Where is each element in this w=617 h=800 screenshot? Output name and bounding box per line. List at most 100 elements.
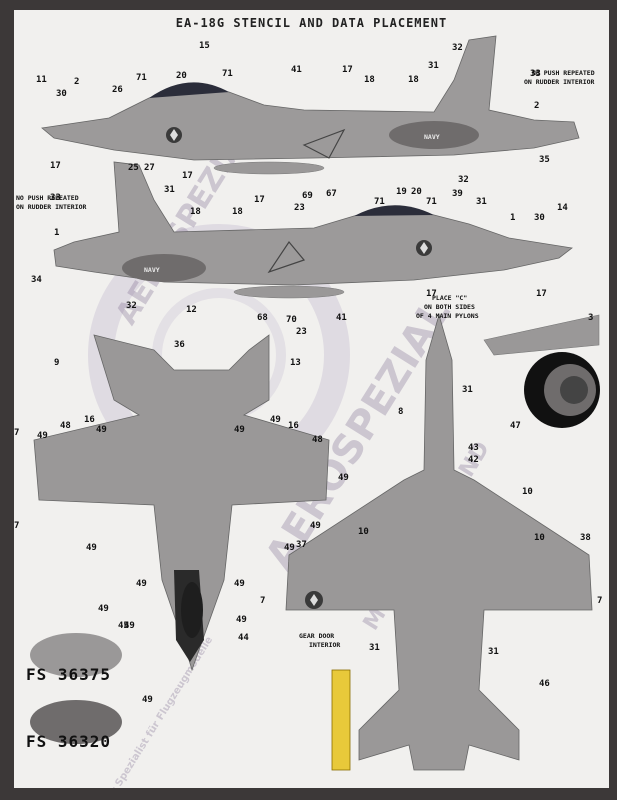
callout-bottom-profile-16: 32 [126, 301, 137, 311]
callout-bottom-view-7: 10 [358, 527, 369, 537]
callout-bottom-profile-7: 20 [411, 187, 422, 197]
place-c-note-2: ON BOTH SIDES [424, 303, 475, 311]
callout-top-view-0: 36 [174, 340, 185, 350]
callout-bottom-view-3: 47 [510, 421, 521, 431]
no-push-note-bottom-1: NO PUSH REPEATED [16, 194, 79, 202]
callout-top-view-15: 49 [86, 543, 97, 553]
swatch-fs36320 [30, 700, 122, 744]
callout-top-profile-19: 17 [182, 171, 193, 181]
callout-bottom-view-13: 31 [369, 643, 380, 653]
callout-top-profile-5: 71 [136, 73, 147, 83]
decal-sheet: AEROSPEZIAL MODELLVERSAND AEROSPEZIAL Ih… [14, 10, 609, 788]
callout-top-profile-10: 18 [364, 75, 375, 85]
callout-top-view-16: 49 [284, 543, 295, 553]
callout-bottom-profile-4: 18 [232, 207, 243, 217]
callout-top-profile-9: 17 [342, 65, 353, 75]
no-push-note-top-2: ON RUDDER INTERIOR [524, 78, 595, 86]
callout-top-view-13: 7 [14, 521, 19, 531]
callout-bottom-view-9: 38 [580, 533, 591, 543]
page-title: EA-18G STENCIL AND DATA PLACEMENT [175, 16, 448, 30]
callout-bottom-view-4: 43 [468, 443, 479, 453]
callout-top-profile-11: 18 [408, 75, 419, 85]
callout-bottom-profile-1: 31 [164, 185, 175, 195]
callout-top-profile-14: 33 [530, 69, 541, 79]
callout-top-view-23: 49 [142, 695, 153, 705]
callout-top-profile-20: 32 [458, 175, 469, 185]
callout-top-view-2: 13 [290, 358, 301, 368]
callout-bottom-profile-5: 71 [374, 197, 385, 207]
callout-top-view-24: 49 [124, 621, 135, 631]
callout-bottom-profile-3: 17 [254, 195, 265, 205]
callout-top-profile-3: 2 [74, 77, 79, 87]
callout-top-view-6: 16 [84, 415, 95, 425]
callout-top-view-22: 44 [238, 633, 249, 643]
callout-top-profile-0: 15 [199, 41, 210, 51]
callout-bottom-view-5: 42 [468, 455, 479, 465]
place-c-note-3: OF 4 MAIN PYLONS [416, 312, 479, 320]
no-push-note-bottom-2: ON RUDDER INTERIOR [16, 203, 87, 211]
callout-bottom-profile-9: 39 [452, 189, 463, 199]
drawings: NAVY NAVY [14, 35, 602, 771]
callout-bottom-profile-10: 31 [476, 197, 487, 207]
bottom-plan-view [285, 313, 593, 771]
no-push-note-top-1: NO PUSH REPEATED [532, 69, 595, 77]
callout-top-profile-12: 32 [452, 43, 463, 53]
callout-top-profile-24: 23 [294, 203, 305, 213]
callout-bottom-view-11: 7 [260, 596, 265, 606]
callout-top-profile-1: 11 [36, 75, 47, 85]
callout-bottom-view-12: 7 [597, 596, 602, 606]
callout-bottom-profile-23: 17 [536, 289, 547, 299]
callout-bottom-profile-0: 33 [50, 193, 61, 203]
tail-navy-text-bottom: NAVY [144, 266, 160, 274]
callout-top-profile-6: 20 [176, 71, 187, 81]
callout-top-view-9: 49 [270, 415, 281, 425]
callout-bottom-view-14: 31 [488, 647, 499, 657]
callout-bottom-profile-14: 1 [54, 228, 59, 238]
callout-top-profile-2: 30 [56, 89, 67, 99]
callout-top-profile-16: 17 [50, 161, 61, 171]
callout-top-view-7: 49 [96, 425, 107, 435]
callout-bottom-profile-8: 71 [426, 197, 437, 207]
callout-bottom-view-1: 31 [462, 385, 473, 395]
callout-bottom-profile-6: 19 [396, 187, 407, 197]
callout-top-view-19: 49 [98, 604, 109, 614]
callout-top-view-20: 45 [118, 621, 129, 631]
callout-bottom-view-15: 46 [539, 679, 550, 689]
callout-top-view-18: 49 [234, 579, 245, 589]
callout-bottom-profile-21: 23 [296, 327, 307, 337]
callout-bottom-profile-15: 34 [31, 275, 42, 285]
side-profile-bottom: NAVY [53, 161, 573, 299]
callout-bottom-profile-13: 14 [557, 203, 568, 213]
swatch-label-fs36320: FS 36320 [26, 732, 112, 751]
callout-top-profile-21: 35 [539, 155, 550, 165]
callout-top-view-1: 9 [54, 358, 59, 368]
gear-door-detail [331, 669, 351, 771]
callout-bottom-view-6: 10 [522, 487, 533, 497]
callout-top-view-5: 48 [60, 421, 71, 431]
callout-bottom-profile-2: 18 [190, 207, 201, 217]
callout-top-view-14: 49 [310, 521, 321, 531]
callout-top-view-4: 49 [37, 431, 48, 441]
callout-bottom-profile-22: 17 [426, 289, 437, 299]
callout-top-profile-22: 69 [302, 191, 313, 201]
gear-door-note-2: INTERIOR [309, 641, 340, 649]
callout-top-view-11: 48 [312, 435, 323, 445]
swatch-fs36375 [30, 633, 122, 677]
callout-bottom-profile-11: 1 [510, 213, 515, 223]
callout-bottom-view-10: 37 [296, 540, 307, 550]
place-c-note-1: PLACE "C" [432, 294, 467, 302]
callout-bottom-profile-19: 70 [286, 315, 297, 325]
callout-bottom-profile-18: 68 [257, 313, 268, 323]
callout-top-view-12: 49 [338, 473, 349, 483]
callout-bottom-view-2: 8 [398, 407, 403, 417]
callout-top-view-21: 49 [236, 615, 247, 625]
callout-bottom-profile-20: 41 [336, 313, 347, 323]
callout-top-profile-4: 26 [112, 85, 123, 95]
gear-door-note-1: GEAR DOOR [299, 632, 334, 640]
swatch-label-fs36375: FS 36375 [26, 665, 112, 684]
callout-top-profile-15: 2 [534, 101, 539, 111]
callout-top-profile-17: 25 [128, 163, 139, 173]
callout-bottom-profile-17: 12 [186, 305, 197, 315]
callout-top-view-17: 49 [136, 579, 147, 589]
